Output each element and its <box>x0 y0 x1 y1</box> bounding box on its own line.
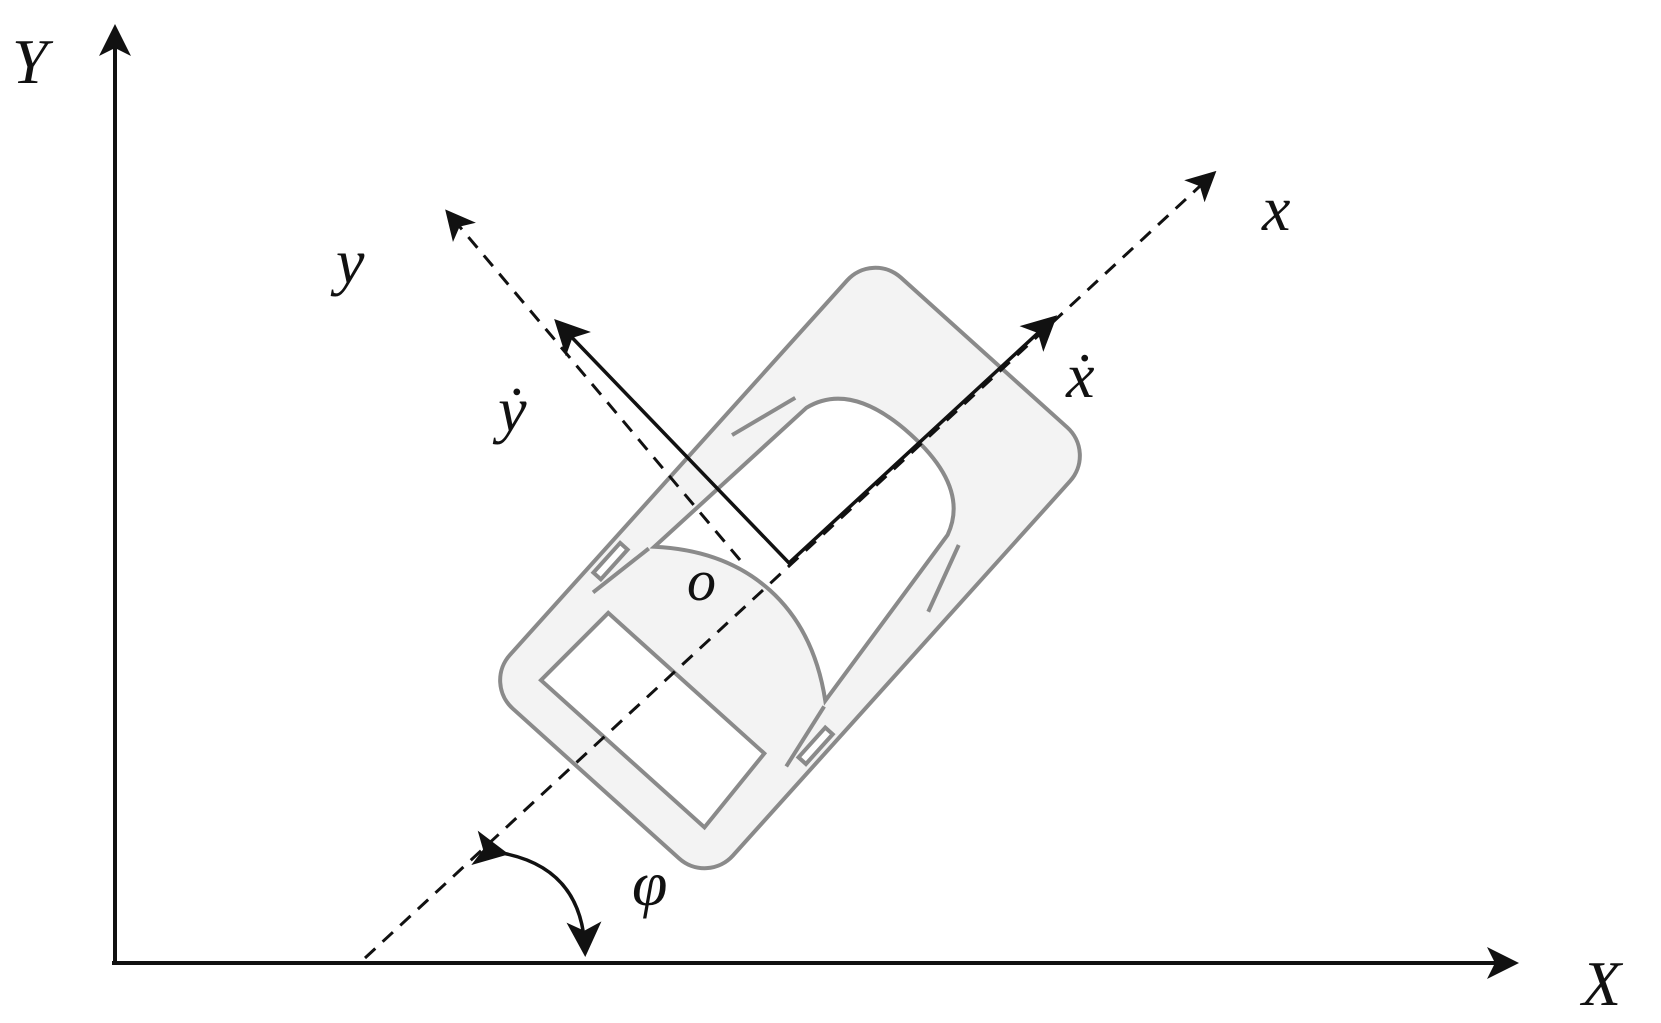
body-y-label: y <box>330 226 365 297</box>
body-x-label: x <box>1261 173 1290 244</box>
heading-angle-arc <box>471 830 602 957</box>
body-x-axis <box>363 170 1217 960</box>
origin-label: o <box>687 548 716 613</box>
velocity-x-vector <box>788 315 1058 564</box>
velocity-x-label: ẋ <box>1065 340 1095 411</box>
velocity-y-label: ẏ <box>492 374 527 445</box>
velocity-y-vector <box>554 318 792 566</box>
body-y-axis <box>445 209 742 561</box>
global-y-label: Y <box>12 26 54 97</box>
car-icon <box>498 265 1082 871</box>
global-x-label: X <box>1579 948 1624 1019</box>
angle-label: φ <box>632 848 667 919</box>
